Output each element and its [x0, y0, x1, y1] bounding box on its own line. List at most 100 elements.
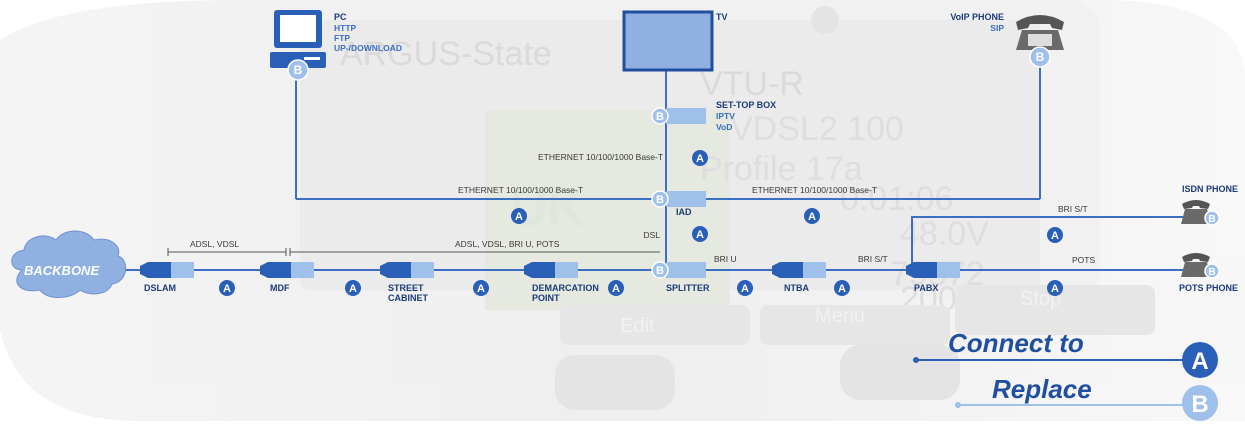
dslam-label: DSLAM [144, 283, 176, 293]
pabx-device [906, 262, 960, 278]
marker-b: B [651, 190, 669, 208]
isdn-phone-device: ISDN PHONE [1181, 184, 1238, 224]
ethernet-stb-label: ETHERNET 10/100/1000 Base-T [538, 152, 663, 162]
tv-label: TV [716, 12, 728, 22]
isdn-link-line [911, 216, 1195, 270]
legend-connect-to-label: Connect to [948, 328, 1084, 358]
pots-phone-label: POTS PHONE [1179, 283, 1238, 293]
legend-replace: Replace B [955, 374, 1218, 421]
svg-text:A: A [612, 283, 620, 295]
pc-device: PC HTTP FTP UP-/DOWNLOAD [270, 10, 402, 68]
svg-text:B: B [1036, 50, 1045, 64]
svg-text:A: A [223, 283, 231, 295]
ethernet-pc-label: ETHERNET 10/100/1000 Base-T [458, 185, 583, 195]
marker-a: A [692, 226, 708, 242]
pc-sub-label: UP-/DOWNLOAD [334, 43, 402, 53]
bg-softkey: Menu [815, 305, 865, 327]
street-cabinet-device [380, 262, 434, 278]
demarcation-point-label: DEMARCATION [532, 283, 599, 293]
marker-b: B [651, 261, 669, 279]
marker-b: B [1029, 46, 1051, 68]
street-cabinet-label: CABINET [388, 293, 429, 303]
bg-screen-badge: UK [510, 179, 586, 237]
legend-a-icon: A [1191, 348, 1208, 375]
splitter-device [666, 262, 706, 278]
mdf-label: MDF [270, 283, 290, 293]
marker-a: A [1047, 227, 1063, 243]
marker-b: B [287, 59, 309, 81]
marker-a: A [1047, 280, 1063, 296]
bri-st-label: BRI S/T [858, 254, 888, 264]
legend-b-icon: B [1191, 391, 1208, 418]
pots-label: POTS [1072, 255, 1095, 265]
svg-text:A: A [696, 229, 704, 241]
svg-text:B: B [656, 265, 664, 277]
marker-a: A [511, 208, 527, 224]
bg-softkey: Edit [620, 315, 655, 337]
voip-sub-label: SIP [990, 23, 1004, 33]
bg-screen-title: ARGUS-State [340, 35, 552, 73]
marker-a: A [737, 280, 753, 296]
set-top-box-sub-label: VoD [716, 122, 732, 132]
backbone-cloud: BACKBONE [11, 230, 127, 298]
ntba-label: NTBA [784, 283, 809, 293]
set-top-box-label: SET-TOP BOX [716, 100, 776, 110]
svg-text:B: B [294, 63, 303, 77]
iad-label: IAD [676, 207, 692, 217]
dsl-label: DSL [643, 230, 660, 240]
marker-a: A [473, 280, 489, 296]
svg-text:B: B [656, 111, 664, 123]
adsl-vdsl-bri-pots-range [289, 248, 660, 256]
demarcation-point-device [524, 262, 578, 278]
splitter-label: SPLITTER [666, 283, 710, 293]
svg-text:A: A [1051, 230, 1059, 242]
svg-text:A: A [808, 211, 816, 223]
ethernet-voip-label: ETHERNET 10/100/1000 Base-T [752, 185, 877, 195]
marker-a: A [804, 208, 820, 224]
svg-text:A: A [741, 283, 749, 295]
legend-connect-to: Connect to A [913, 328, 1218, 378]
svg-text:A: A [477, 283, 485, 295]
bg-screen-line: VTU-R [700, 65, 804, 103]
svg-text:B: B [1208, 267, 1215, 278]
legend-replace-label: Replace [992, 374, 1092, 404]
pc-sub-label: HTTP [334, 23, 357, 33]
bri-st-isdn-label: BRI S/T [1058, 204, 1088, 214]
svg-text:A: A [515, 211, 523, 223]
voip-phone-device: VoIP PHONE SIP [950, 12, 1064, 50]
street-cabinet-label: STREET [388, 283, 424, 293]
adsl-vdsl-label: ADSL, VDSL [190, 239, 239, 249]
marker-a: A [219, 280, 235, 296]
dslam-device [140, 262, 194, 278]
adsl-vdsl-bri-pots-label: ADSL, VDSL, BRI U, POTS [455, 239, 560, 249]
backbone-label: BACKBONE [24, 263, 99, 278]
svg-text:B: B [656, 194, 664, 206]
marker-b: B [651, 107, 669, 125]
tv-device: TV [622, 10, 728, 72]
adsl-vdsl-range [167, 248, 287, 256]
iad-device [666, 191, 706, 207]
marker-a: A [834, 280, 850, 296]
demarcation-point-label: POINT [532, 293, 560, 303]
mdf-device [260, 262, 314, 278]
marker-b: B [1204, 263, 1220, 279]
svg-text:A: A [696, 153, 704, 165]
svg-text:A: A [838, 283, 846, 295]
bri-u-label: BRI U [714, 254, 737, 264]
bg-screen-line: VDSL2 100 [730, 110, 904, 148]
svg-text:A: A [1051, 283, 1059, 295]
svg-text:B: B [1208, 214, 1215, 225]
marker-a: A [692, 150, 708, 166]
voip-phone-label: VoIP PHONE [950, 12, 1004, 22]
set-top-box-sub-label: IPTV [716, 111, 735, 121]
svg-text:A: A [349, 283, 357, 295]
pabx-label: PABX [914, 283, 938, 293]
marker-b: B [1204, 210, 1220, 226]
pc-sub-label: FTP [334, 33, 350, 43]
set-top-box-device [666, 108, 706, 124]
isdn-phone-label: ISDN PHONE [1182, 184, 1238, 194]
pots-phone-device: POTS PHONE [1179, 253, 1238, 293]
marker-a: A [345, 280, 361, 296]
